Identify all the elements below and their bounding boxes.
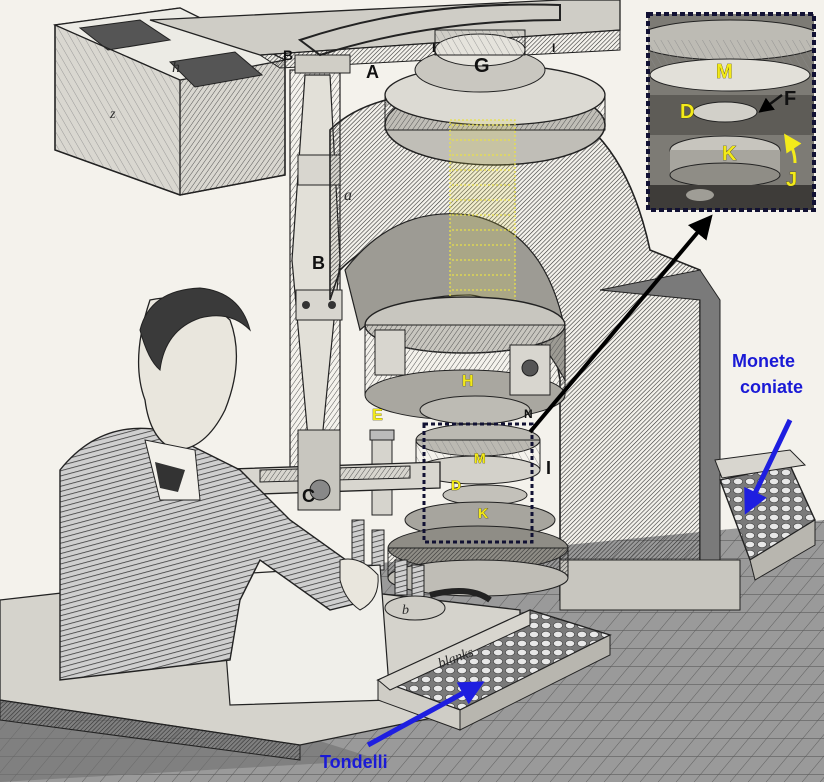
minted-coins-tray (714, 449, 816, 581)
engraved-letter-z: z (109, 107, 116, 122)
blanks-arrow (366, 681, 485, 748)
link-rod-assembly (289, 54, 351, 471)
top-hub (297, 3, 606, 166)
label-C: C (302, 486, 315, 506)
label-N: N (524, 407, 533, 421)
blanks-label: Tondelli (320, 752, 388, 772)
inset-J-arrow (784, 133, 802, 164)
detail-inset (646, 12, 816, 212)
inset-label-K: K (722, 143, 737, 165)
minted-coins-label-line2: coniate (740, 377, 803, 397)
detail-selection-box (422, 422, 534, 544)
die-stack (369, 423, 569, 597)
minted-coins-label-line1: Monete (732, 351, 795, 371)
inset-label-M: M (716, 61, 733, 83)
label-E: E (372, 407, 383, 424)
engraved-letter-h: h (172, 59, 180, 76)
label-B-top: B (283, 47, 293, 63)
engraved-letter-b: b (402, 603, 409, 618)
inset-label-D: D (680, 101, 694, 123)
counterweight-block (52, 7, 287, 196)
screw-highlight (449, 119, 516, 306)
press-cylinder (364, 296, 566, 425)
label-I-top-right: I (552, 41, 555, 55)
label-G: G (474, 55, 490, 77)
label-M: M (474, 450, 486, 466)
engraved-letter-a: a (344, 187, 352, 204)
label-I: I (546, 458, 551, 478)
label-B: B (312, 253, 325, 273)
feed-arm (199, 429, 441, 511)
label-D: D (451, 477, 461, 493)
label-A: A (366, 62, 379, 82)
label-H: H (462, 373, 474, 390)
minted-coins-arrow (744, 418, 793, 515)
inset-label-J: J (786, 169, 797, 191)
inset-F-arrow (758, 94, 783, 113)
label-I-top-left: I (432, 41, 435, 55)
worker-figure (59, 287, 379, 681)
inset-label-F: F (784, 88, 796, 110)
detail-connector-arrow (528, 214, 713, 434)
label-K: K (478, 505, 488, 521)
blanks-tray (376, 609, 612, 731)
